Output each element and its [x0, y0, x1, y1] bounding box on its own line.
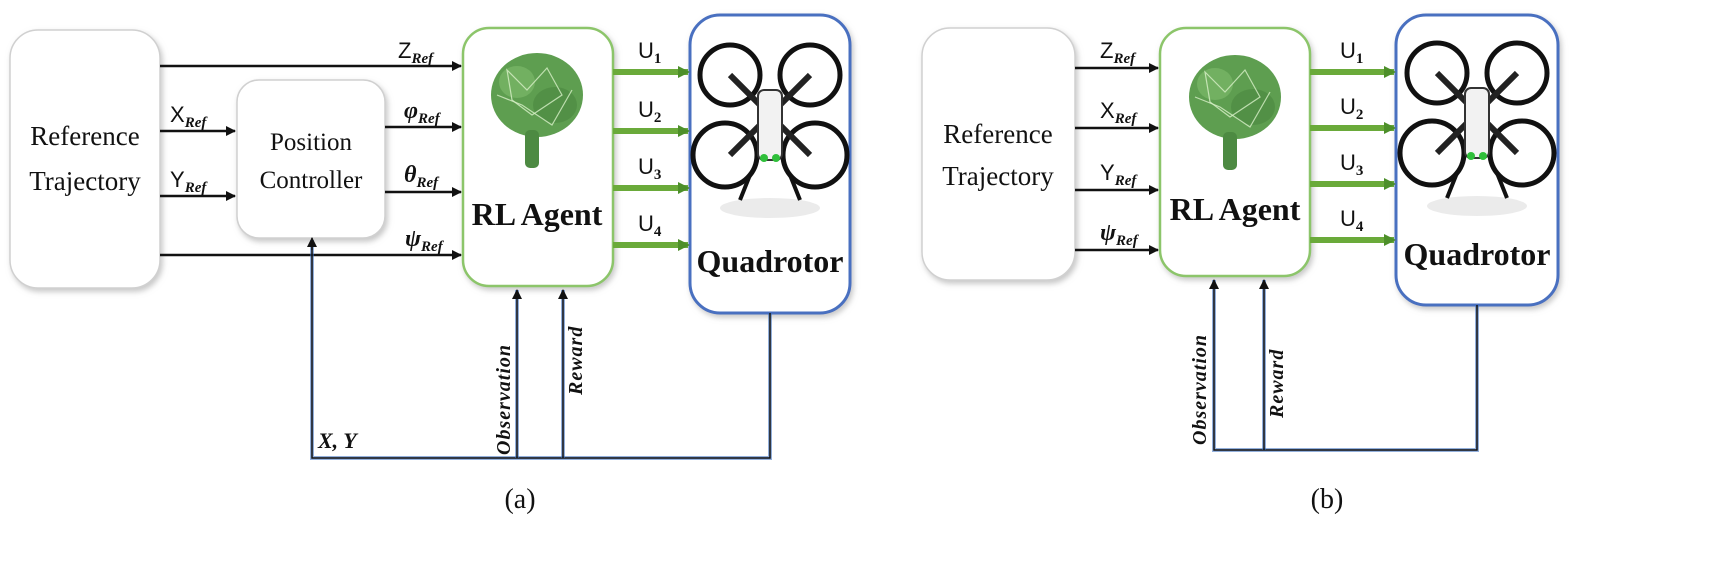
controller-label-line2: Controller	[260, 167, 363, 194]
reward-label-b: Reward	[1266, 349, 1288, 419]
label-thetaref: θRef	[404, 162, 440, 191]
feedback-loop-b	[1209, 279, 1479, 452]
plant-label-b: Quadrotor	[1404, 236, 1551, 272]
output-arrows-b	[1310, 66, 1396, 246]
panel-a: Reference Trajectory Position Controller…	[9, 13, 852, 515]
agent-label-b: RL Agent	[1170, 191, 1301, 227]
label-zref-b: ZRef	[1100, 38, 1137, 67]
label-zref: ZRef	[398, 38, 435, 67]
quadrotor-box: Quadrotor	[688, 13, 852, 315]
label-u4: U4	[638, 211, 662, 240]
label-xref: XRef	[170, 102, 208, 131]
label-phiref: φRef	[404, 98, 442, 127]
label-psiref: ψRef	[405, 226, 445, 255]
label-yref-b: YRef	[1100, 160, 1138, 189]
caption-a: (a)	[504, 484, 535, 515]
brain-icon	[1189, 55, 1281, 170]
reference-trajectory-box: Reference Trajectory	[9, 29, 161, 289]
controller-label-line1: Position	[270, 129, 352, 156]
observation-label-a: Observation	[493, 344, 515, 455]
label-u1: U1	[638, 38, 661, 67]
reference-label-line1: Reference	[30, 121, 139, 151]
caption-b: (b)	[1311, 484, 1344, 515]
label-u1-b: U1	[1340, 38, 1363, 67]
quadrotor-box-b: Quadrotor	[1394, 13, 1560, 307]
label-u3-b: U3	[1340, 150, 1363, 179]
label-yref: YRef	[170, 167, 208, 196]
label-xref-b: XRef	[1100, 98, 1138, 127]
label-psiref-b: ψRef	[1100, 220, 1140, 249]
plant-label: Quadrotor	[697, 243, 844, 279]
rl-agent-box-b: RL Agent	[1158, 26, 1312, 278]
agent-label: RL Agent	[472, 196, 603, 232]
output-arrows-a	[613, 66, 690, 251]
position-controller-box: Position Controller	[236, 79, 386, 239]
drone-icon	[1397, 40, 1557, 216]
label-u3: U3	[638, 154, 661, 183]
label-u2-b: U2	[1340, 94, 1363, 123]
reference-trajectory-box-b: Reference Trajectory	[921, 27, 1076, 281]
xy-label: X, Y	[317, 428, 359, 453]
label-u2: U2	[638, 97, 661, 126]
panel-b: Reference Trajectory RL Agent	[921, 13, 1560, 515]
reward-label-a: Reward	[565, 326, 587, 396]
feedback-loop-a	[307, 237, 772, 460]
brain-icon	[491, 53, 583, 168]
observation-label-b: Observation	[1189, 334, 1211, 445]
reference-label-line1-b: Reference	[943, 119, 1052, 149]
drone-icon	[690, 42, 850, 218]
reference-label-line2: Trajectory	[29, 166, 141, 196]
rl-agent-box: RL Agent	[461, 26, 615, 288]
reference-label-line2-b: Trajectory	[942, 161, 1054, 191]
label-u4-b: U4	[1340, 206, 1364, 235]
